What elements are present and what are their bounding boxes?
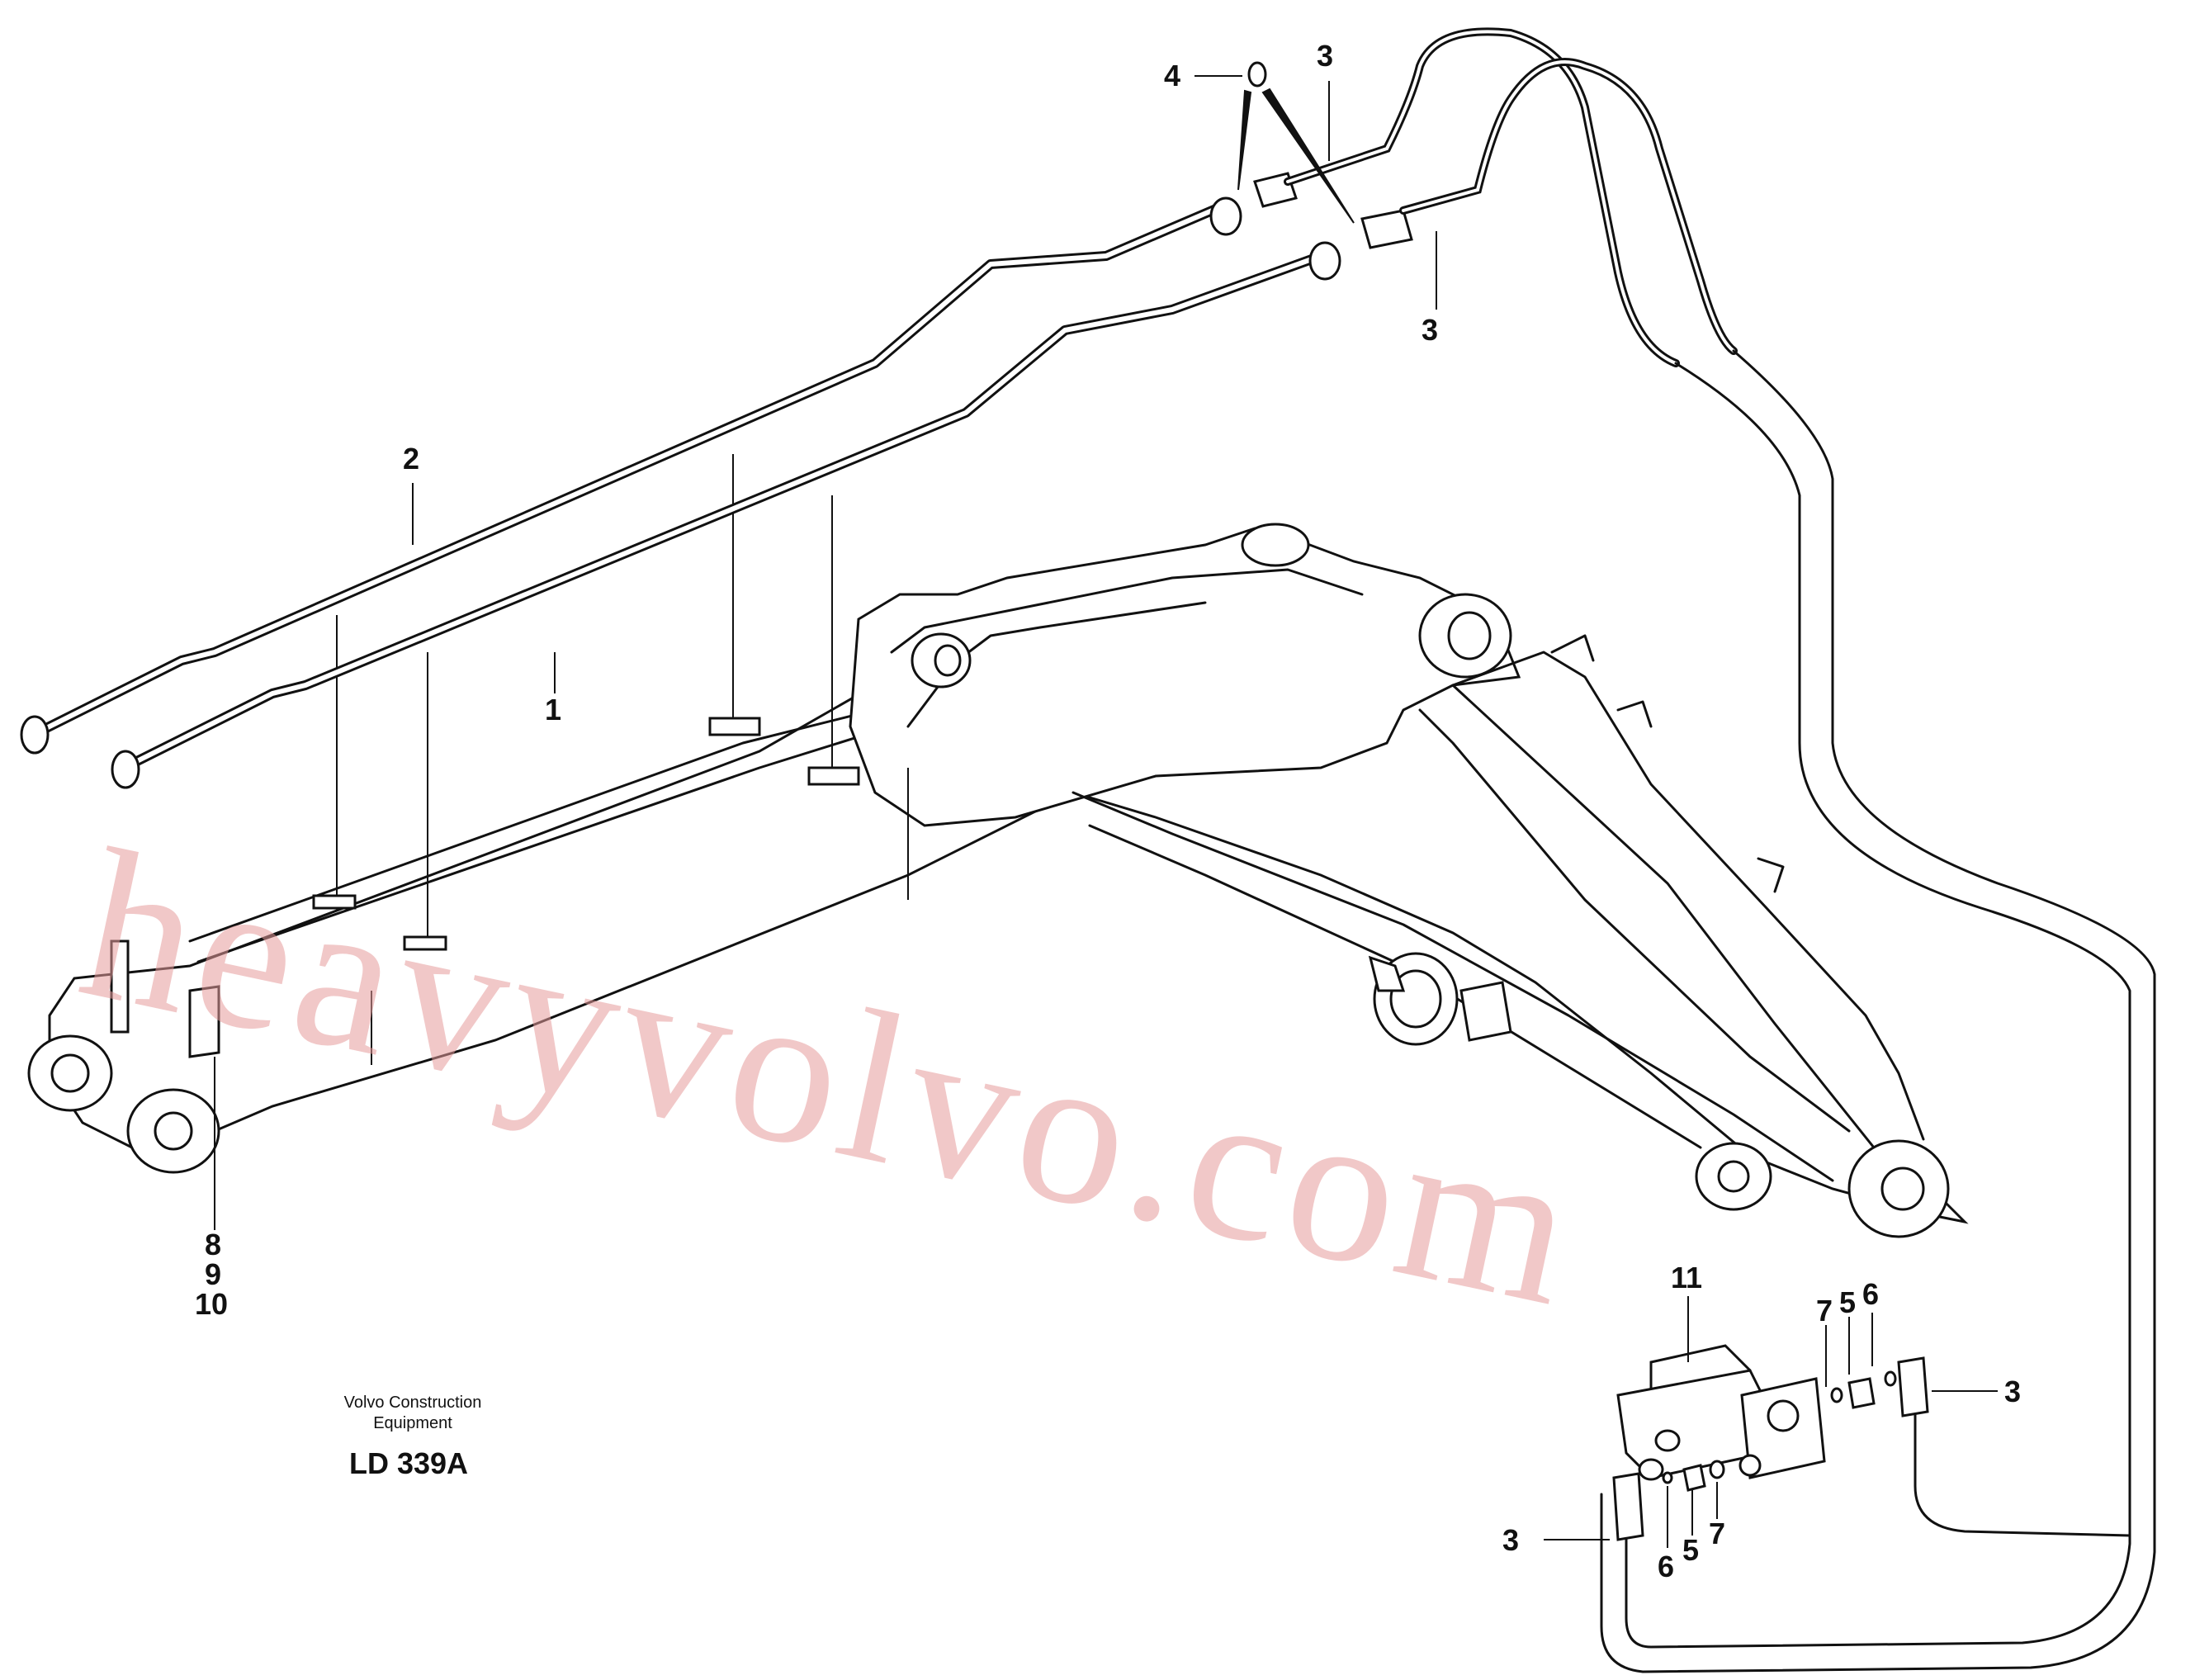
clamp-plate-3 <box>312 894 357 910</box>
callout-8: 8 <box>205 1228 221 1261</box>
callout-1: 1 <box>545 693 561 726</box>
boom-top-pivot-hole <box>1447 611 1492 660</box>
hose-end-left <box>1612 1472 1644 1541</box>
cylinder-rod-end <box>1368 955 1406 992</box>
leader-4-arrow-a <box>1237 89 1252 191</box>
diagram-caption: Volvo Construction Equipment LD 339A <box>344 1394 482 1480</box>
callout-10: 10 <box>195 1287 228 1321</box>
boom-bracket-3 <box>1757 857 1785 893</box>
callout-6-top: 6 <box>1862 1277 1879 1311</box>
fitting-6-right <box>1884 1370 1897 1387</box>
clamp-plate-4 <box>403 935 447 951</box>
hose-long-right <box>1625 362 2131 1649</box>
callout-labels: 4 3 3 2 1 8 9 10 11 7 5 6 3 3 6 5 7 <box>195 39 2021 1583</box>
valve-side-port-2 <box>1738 1454 1762 1477</box>
boom-top-lug-left-hole <box>934 644 962 677</box>
boom-foot-pivot-right-hole <box>154 1111 193 1151</box>
callout-3-left: 3 <box>1502 1523 1519 1557</box>
boom-cylinder-lug-hole <box>1717 1160 1750 1193</box>
clamp-leader-lines <box>336 454 833 937</box>
leader-lines <box>214 75 1998 1548</box>
pipe-2-inner <box>31 204 1223 737</box>
caption-code: LD 339A <box>349 1446 468 1480</box>
pipe-1-inner <box>122 253 1322 770</box>
pipe-2-top-nut <box>1209 196 1242 236</box>
valve-port-2 <box>1638 1458 1664 1481</box>
hose-upper-inner <box>1286 30 1677 365</box>
callout-3-top: 3 <box>1317 39 1333 73</box>
hose-long-right-2 <box>1600 349 2156 1673</box>
clamp-block-8 <box>188 985 220 1058</box>
boom-bracket-2 <box>1616 700 1653 728</box>
hose-end-right <box>1897 1356 1929 1417</box>
boom-upper-web <box>890 568 1364 654</box>
boom-right-box-edge <box>1418 708 1851 1133</box>
cylinder-port-block <box>1459 981 1512 1042</box>
clamp-plate-1 <box>708 717 761 736</box>
callout-7-bottom: 7 <box>1709 1517 1725 1550</box>
pipe-1-top-nut <box>1308 241 1341 281</box>
callout-2: 2 <box>403 442 419 476</box>
boom-nose-pivot-hole <box>1880 1167 1925 1211</box>
fitting-7-left <box>1709 1460 1725 1479</box>
boom-structure <box>27 523 1969 1238</box>
pipe-2-end-nut <box>20 715 50 755</box>
boom-diagonal <box>1071 791 1834 1182</box>
hoses <box>1284 27 2156 1673</box>
hose-to-valve-right <box>1914 1402 2131 1537</box>
valve-side-port <box>1767 1399 1800 1432</box>
boom-right-box <box>1451 651 1925 1141</box>
boom-top-lug-right <box>1241 523 1310 567</box>
fitting-5-right <box>1847 1377 1876 1409</box>
valve-port-1 <box>1654 1429 1681 1452</box>
hose-lower <box>1399 58 1738 355</box>
fitting-b <box>1360 209 1413 249</box>
leader-4-arrow-b <box>1261 88 1355 224</box>
callout-5-top: 5 <box>1839 1285 1856 1319</box>
fitting-5-left <box>1682 1464 1706 1492</box>
callout-3-mid: 3 <box>1422 313 1438 347</box>
callout-9: 9 <box>205 1257 221 1291</box>
caption-line-1: Volvo Construction <box>344 1394 482 1412</box>
caption-line-2: Equipment <box>373 1414 452 1432</box>
fitting-7-right <box>1830 1387 1843 1403</box>
pipe-1-end-nut <box>111 750 140 789</box>
clamp-plate-2 <box>807 766 860 786</box>
o-ring-4 <box>1247 61 1267 88</box>
boom-foot-post <box>110 939 130 1034</box>
boom-bracket-1 <box>1550 634 1595 662</box>
callout-3-right: 3 <box>2004 1375 2021 1408</box>
callout-11: 11 <box>1671 1261 1702 1294</box>
callout-5-bottom: 5 <box>1682 1533 1699 1567</box>
fitting-6-left <box>1662 1471 1673 1484</box>
callout-6-bottom: 6 <box>1658 1550 1674 1583</box>
valve-block <box>1612 1344 1929 1541</box>
hose-lower-inner <box>1402 60 1735 353</box>
callout-7-top: 7 <box>1816 1294 1833 1327</box>
boom-upper-arm <box>849 527 1521 827</box>
boom-foot-pivot-left-hole <box>50 1053 90 1093</box>
cylinder-flange-inner <box>1389 969 1442 1029</box>
callout-4: 4 <box>1164 59 1180 92</box>
steel-pipes <box>20 172 1413 789</box>
